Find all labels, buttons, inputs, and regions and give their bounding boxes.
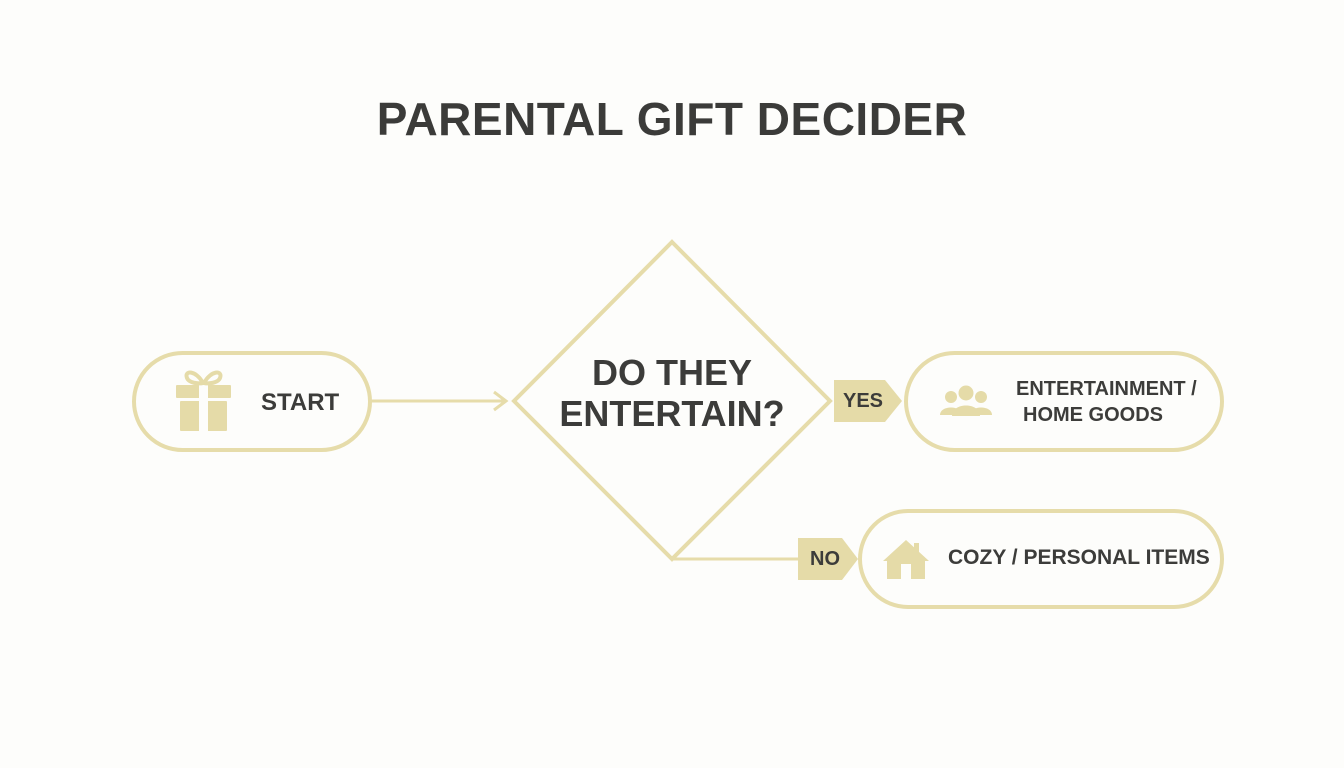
- gift-icon: [176, 370, 231, 431]
- decision-label-line-1: DO THEY: [591, 352, 752, 393]
- page-title: PARENTAL GIFT DECIDER: [376, 93, 968, 145]
- yes-tag: [834, 380, 902, 422]
- yes-outcome-label-line-1: ENTERTAINMENT /: [1016, 378, 1197, 400]
- no-outcome-node[interactable]: [858, 509, 1224, 609]
- no-tag-label: NO: [810, 548, 840, 570]
- yes-tag-label: YES: [843, 390, 884, 412]
- yes-outcome-label-line-2: HOME GOODS: [1023, 404, 1164, 426]
- no-outcome-label: COZY / PERSONAL ITEMS: [948, 546, 1210, 569]
- decision-label-line-2: ENTERTAIN?: [559, 393, 785, 434]
- house-icon: [883, 540, 929, 579]
- yes-outcome-node[interactable]: [904, 351, 1224, 452]
- yes-outcome-label: ENTERTAINMENT / HOME GOODS: [1016, 376, 1197, 428]
- start-node-label: START: [261, 389, 340, 416]
- people-group-icon: [940, 385, 992, 416]
- no-tag: [798, 538, 858, 580]
- start-to-decision-arrowhead: [493, 390, 509, 412]
- decision-node-label: DO THEY ENTERTAIN?: [532, 352, 812, 434]
